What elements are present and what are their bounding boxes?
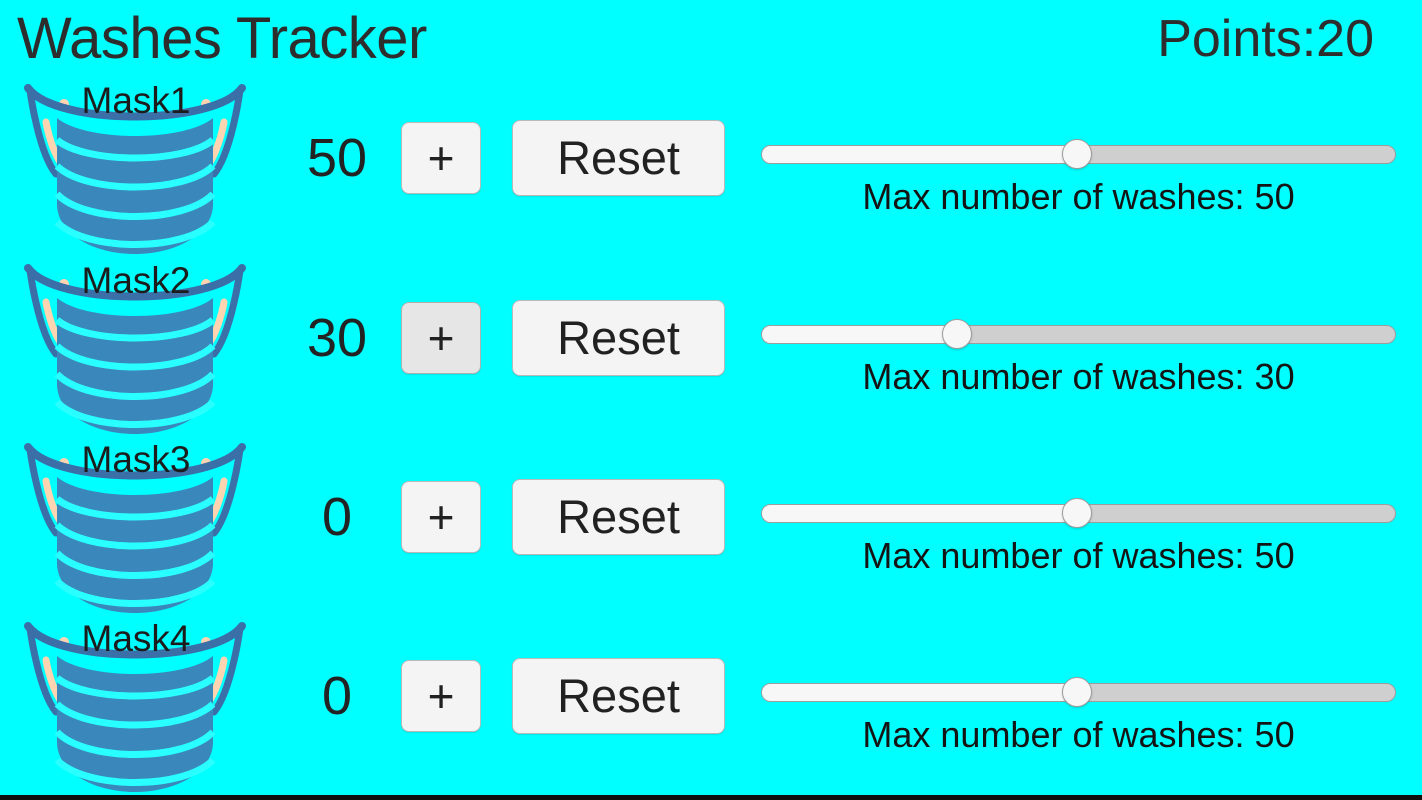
mask-row: Mask2 30 + Reset Max number of washes: 3… (0, 258, 1422, 437)
max-washes-caption: Max number of washes: 30 (862, 356, 1295, 397)
face-mask-icon (24, 264, 246, 434)
page-title: Washes Tracker (17, 6, 427, 71)
face-mask-icon (24, 84, 246, 254)
points-display: Points:20 (1157, 10, 1374, 68)
slider-thumb[interactable] (1062, 139, 1093, 169)
mask-icon-cell: Mask1 (8, 78, 258, 257)
max-washes-slider-cell: Max number of washes: 30 (760, 258, 1400, 437)
slider-thumb[interactable] (1062, 677, 1093, 707)
face-mask-icon (24, 622, 246, 792)
slider-thumb[interactable] (1062, 498, 1093, 528)
max-washes-slider-cell: Max number of washes: 50 (760, 78, 1400, 257)
increment-button[interactable]: + (401, 302, 481, 374)
reset-button[interactable]: Reset (512, 300, 725, 376)
wash-count-value: 30 (306, 308, 368, 368)
reset-button[interactable]: Reset (512, 120, 725, 196)
increment-button[interactable]: + (401, 481, 481, 553)
mask-icon-cell: Mask4 (8, 616, 258, 795)
max-washes-caption: Max number of washes: 50 (862, 714, 1295, 755)
mask-row: Mask4 0 + Reset Max number of washes: 50 (0, 616, 1422, 795)
max-washes-slider[interactable] (761, 677, 1396, 707)
slider-fill (762, 146, 1078, 163)
slider-thumb[interactable] (942, 319, 973, 349)
bottom-system-bar (0, 795, 1422, 800)
mask-icon-cell: Mask3 (8, 437, 258, 616)
max-washes-slider-cell: Max number of washes: 50 (760, 616, 1400, 795)
mask-row: Mask1 50 + Reset Max number of washes: 5… (0, 78, 1422, 257)
slider-fill (762, 505, 1078, 522)
slider-track[interactable] (761, 325, 1396, 344)
slider-fill (762, 684, 1078, 701)
max-washes-slider-cell: Max number of washes: 50 (760, 437, 1400, 616)
wash-count-value: 0 (321, 666, 353, 726)
wash-count-value: 0 (321, 487, 353, 547)
mask-row: Mask3 0 + Reset Max number of washes: 50 (0, 437, 1422, 616)
slider-fill (762, 326, 958, 343)
max-washes-slider[interactable] (761, 319, 1396, 349)
wash-count-value: 50 (306, 128, 368, 188)
face-mask-icon (24, 443, 246, 613)
increment-button[interactable]: + (401, 660, 481, 732)
reset-button[interactable]: Reset (512, 479, 725, 555)
app-header: Washes Tracker Points:20 (0, 0, 1422, 78)
mask-icon-cell: Mask2 (8, 258, 258, 437)
max-washes-slider[interactable] (761, 139, 1396, 169)
max-washes-caption: Max number of washes: 50 (862, 176, 1295, 217)
increment-button[interactable]: + (401, 122, 481, 194)
max-washes-slider[interactable] (761, 498, 1396, 528)
reset-button[interactable]: Reset (512, 658, 725, 734)
max-washes-caption: Max number of washes: 50 (862, 535, 1295, 576)
